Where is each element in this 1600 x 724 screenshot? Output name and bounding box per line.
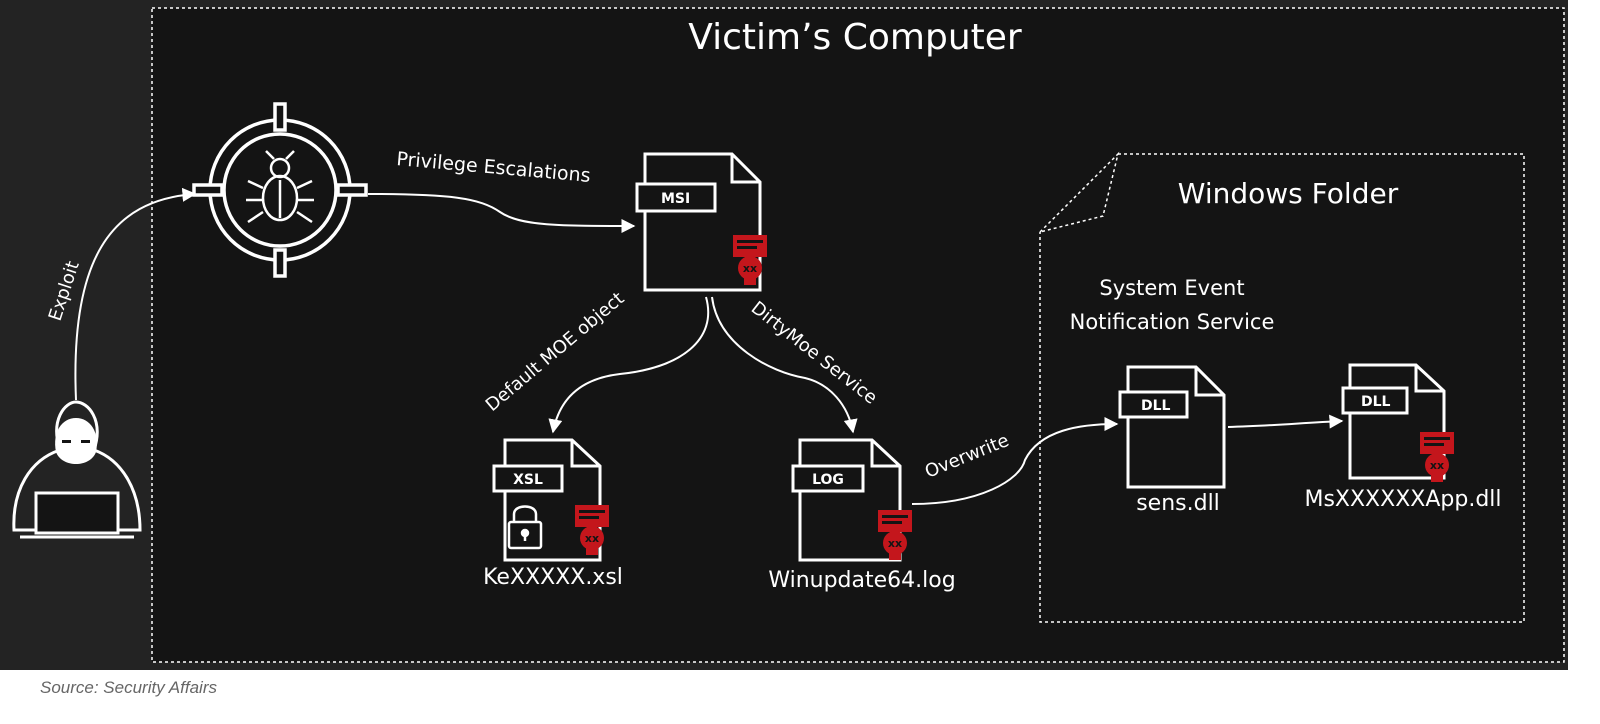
exploit-arrow: [74, 187, 197, 401]
sens-dll-tag: DLL: [1141, 398, 1171, 414]
service-name-line1: System Event: [1099, 276, 1244, 300]
sens-dll-file-icon: DLL: [1118, 365, 1226, 489]
padlock-icon: [507, 505, 543, 550]
xsl-file-name: KeXXXXX.xsl: [483, 565, 623, 590]
diagram-title: Victim’s Computer: [688, 17, 1022, 58]
source-caption: Source: Security Affairs: [40, 678, 217, 697]
msi-tag: MSI: [661, 191, 690, 207]
malicious-dll-file-icon: DLL: [1341, 363, 1454, 482]
xsl-file-icon: XSL: [492, 438, 609, 562]
privilege-escalation-arrow: [367, 193, 636, 233]
msi-file-icon: MSI: [635, 152, 767, 292]
windows-folder-boundary: [1037, 151, 1525, 623]
flow-edges: [74, 187, 1344, 505]
log-file-name: Winupdate64.log: [768, 568, 955, 593]
sens-to-app-arrow: [1227, 414, 1344, 429]
windows-folder-title: Windows Folder: [1178, 177, 1399, 210]
victim-computer-boundary: [151, 7, 1565, 663]
hooded-hacker-icon: [12, 400, 142, 539]
log-file-icon: LOG: [791, 438, 912, 562]
default-moe-arrow: [548, 296, 710, 434]
overwrite-arrow: [911, 417, 1119, 505]
xsl-tag: XSL: [513, 472, 543, 488]
malicious-dll-name: MsXXXXXXApp.dll: [1304, 487, 1501, 512]
dirtymoe-service-arrow: [711, 296, 858, 434]
service-name-line2: Notification Service: [1070, 310, 1275, 334]
sens-dll-name: sens.dll: [1136, 491, 1220, 516]
crosshair-bug-icon: [192, 102, 368, 278]
log-tag: LOG: [812, 472, 844, 488]
malicious-dll-tag: DLL: [1361, 394, 1391, 410]
